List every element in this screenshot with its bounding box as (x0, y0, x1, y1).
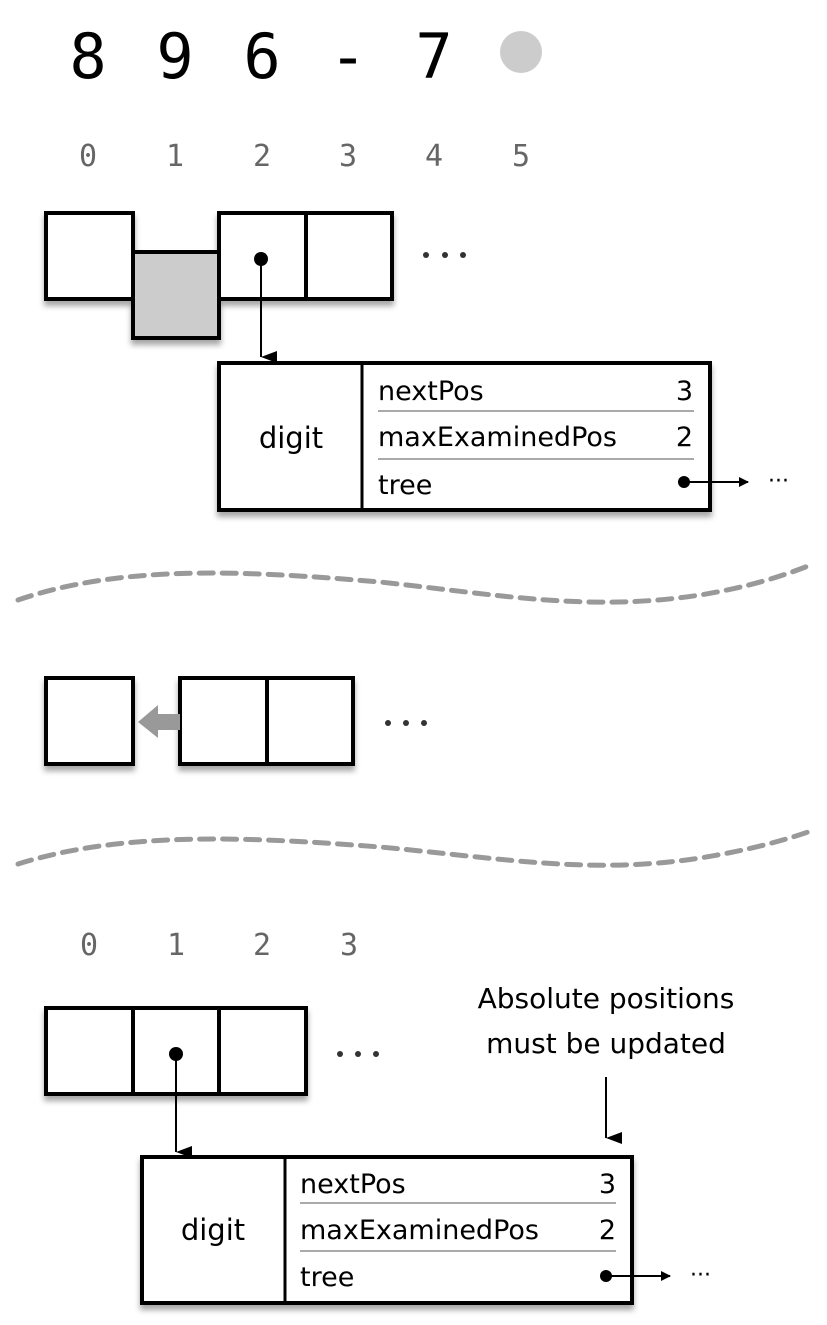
field-name: tree (300, 1262, 354, 1293)
array-cell (178, 676, 269, 766)
annotation: Absolute positions must be updated (478, 982, 735, 1144)
ellipsis-dot (355, 1051, 361, 1057)
index-labels-top: 0 1 2 3 4 5 (79, 139, 530, 174)
separator-wave (15, 829, 811, 868)
array-cell (217, 211, 308, 301)
tree-ellipsis: ··· (768, 469, 789, 494)
record-label: digit (259, 421, 323, 455)
field-value: 3 (676, 376, 693, 407)
field-name: maxExaminedPos (300, 1215, 539, 1246)
separator-wave (15, 563, 811, 605)
index-label: 4 (425, 139, 443, 174)
index-label: 0 (79, 139, 97, 174)
digit-char: 9 (156, 20, 193, 93)
field-value: 2 (676, 422, 693, 453)
header-digits: 8 9 6 - 7 (69, 20, 542, 93)
pointer-arrow-bottom (169, 1047, 192, 1158)
ellipsis-dot (423, 252, 429, 258)
index-label: 2 (253, 139, 271, 174)
ellipsis-middle (385, 720, 427, 726)
ellipsis-dot (442, 252, 448, 258)
array-cell (44, 1006, 135, 1096)
field-name: nextPos (378, 376, 484, 407)
index-labels-bottom: 0 1 2 3 (80, 928, 358, 963)
index-label: 2 (253, 928, 271, 963)
field-name: maxExaminedPos (378, 422, 617, 453)
ellipsis-bottom (337, 1051, 379, 1057)
tree-ellipsis: ··· (690, 1263, 711, 1288)
operator-char: - (329, 20, 366, 93)
ellipsis-dot (373, 1051, 379, 1057)
index-label: 1 (167, 928, 185, 963)
digit-char: 8 (69, 20, 106, 93)
array-cell (265, 676, 355, 766)
record-label: digit (181, 1213, 245, 1247)
index-label: 3 (339, 139, 357, 174)
record-bottom: digit nextPos 3 maxExaminedPos 2 tree ··… (140, 1155, 711, 1305)
field-name: tree (378, 470, 432, 501)
cursor-dot-icon (500, 31, 542, 73)
annotation-line: must be updated (486, 1027, 726, 1060)
index-label: 1 (166, 139, 184, 174)
array-middle (44, 676, 355, 766)
ellipsis-dot (337, 1051, 343, 1057)
ellipsis-dot (460, 252, 466, 258)
record-box (217, 361, 712, 512)
digit-char: 6 (243, 20, 280, 93)
annotation-line: Absolute positions (478, 982, 735, 1015)
shift-left-arrow-icon (138, 705, 180, 738)
index-label: 3 (340, 928, 358, 963)
ellipsis-dot (403, 720, 409, 726)
record-top: digit nextPos 3 maxExaminedPos 2 tree ··… (217, 361, 789, 512)
ellipsis-dot (385, 720, 391, 726)
ellipsis-top (423, 252, 466, 258)
pointer-arrow-top (254, 252, 277, 363)
index-label: 5 (512, 139, 530, 174)
array-cell (44, 676, 135, 766)
array-cell-removed (131, 250, 221, 340)
field-value: 2 (599, 1215, 616, 1246)
field-name: nextPos (300, 1169, 406, 1200)
array-cell (44, 211, 135, 301)
index-label: 0 (80, 928, 98, 963)
array-cell (304, 211, 394, 301)
digit-char: 7 (415, 20, 452, 93)
ellipsis-dot (421, 720, 427, 726)
record-box (140, 1155, 634, 1305)
array-cell (217, 1006, 308, 1096)
field-value: 3 (599, 1169, 616, 1200)
array-top (44, 211, 394, 340)
